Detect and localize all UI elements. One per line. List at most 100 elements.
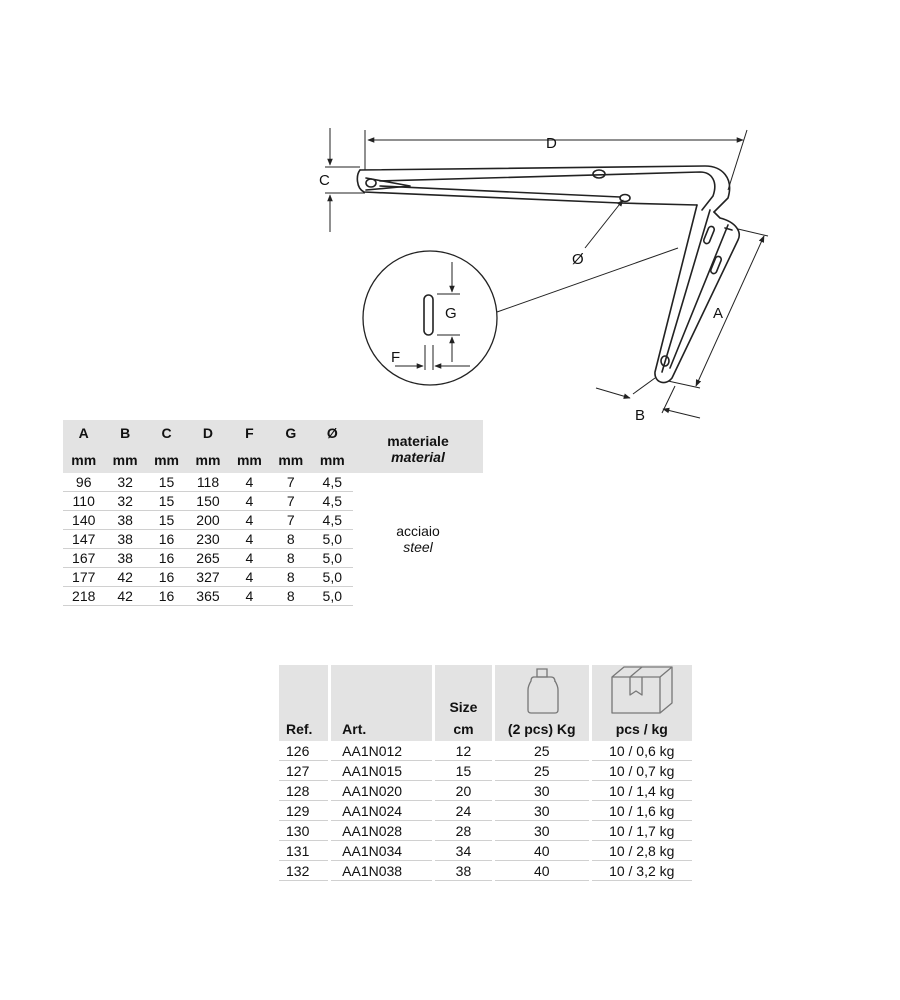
unit-cell: mm bbox=[63, 446, 105, 473]
load-cell: 40 bbox=[494, 840, 589, 861]
table-cell: 42 bbox=[104, 586, 146, 606]
load-cell: 25 bbox=[494, 760, 589, 781]
table-cell: 8 bbox=[270, 529, 312, 549]
size-cell: 28 bbox=[434, 820, 493, 841]
table-cell: 177 bbox=[63, 567, 105, 587]
table-cell: 32 bbox=[104, 491, 146, 511]
art-cell: AA1N015 bbox=[331, 760, 433, 781]
table-cell: 4 bbox=[228, 529, 271, 549]
table-cell: 15 bbox=[145, 473, 188, 492]
table-cell: 8 bbox=[270, 586, 312, 606]
dim-header-g: G bbox=[270, 420, 312, 446]
mount-hole bbox=[592, 169, 606, 179]
table-row: 218 42 16 365 4 8 5,0 bbox=[63, 586, 483, 606]
ref-cell: 131 bbox=[279, 840, 329, 861]
table-cell: 4 bbox=[228, 491, 271, 511]
weight-icon bbox=[527, 668, 559, 714]
header-pack-label: pcs / kg bbox=[615, 721, 668, 737]
ref-cell: 127 bbox=[279, 760, 329, 781]
table-cell: 5,0 bbox=[311, 586, 353, 606]
slot-detail-circle bbox=[362, 250, 498, 386]
table-row: 126 AA1N012 12 25 10 / 0,6 kg bbox=[279, 741, 692, 761]
dim-label-b: B bbox=[635, 407, 645, 420]
size-cell: 12 bbox=[434, 741, 493, 761]
table-cell: 150 bbox=[187, 491, 229, 511]
slot-detail bbox=[423, 294, 434, 336]
ref-cell: 128 bbox=[279, 780, 329, 801]
pack-cell: 10 / 0,7 kg bbox=[591, 760, 692, 781]
dim-header-c: C bbox=[145, 420, 188, 446]
table-cell: 140 bbox=[63, 510, 105, 530]
product-header-row: Ref. Art. Size cm (2 pcs) Kg bbox=[279, 665, 692, 741]
ref-cell: 126 bbox=[279, 741, 329, 761]
table-cell: 15 bbox=[145, 510, 188, 530]
table-cell: 4 bbox=[228, 548, 271, 568]
art-cell: AA1N012 bbox=[331, 741, 433, 761]
table-cell: 7 bbox=[270, 510, 312, 530]
pack-cell: 10 / 1,4 kg bbox=[591, 780, 692, 801]
table-cell: 5,0 bbox=[311, 548, 353, 568]
material-header: materiale material bbox=[353, 420, 483, 473]
header-size-top: Size bbox=[449, 699, 478, 715]
dim-header-row: A B C D F G Ø materiale material bbox=[63, 420, 483, 473]
size-cell: 24 bbox=[434, 800, 493, 821]
ref-cell: 129 bbox=[279, 800, 329, 821]
ref-cell: 132 bbox=[279, 860, 329, 881]
dimensions-table: A B C D F G Ø materiale material mm mm m… bbox=[63, 420, 483, 606]
table-cell: 167 bbox=[63, 548, 105, 568]
table-cell: 4,5 bbox=[311, 473, 353, 492]
table-cell: 16 bbox=[145, 586, 188, 606]
load-cell: 30 bbox=[494, 780, 589, 801]
table-cell: 5,0 bbox=[311, 567, 353, 587]
unit-cell: mm bbox=[228, 446, 271, 473]
header-pack: pcs / kg bbox=[591, 665, 692, 741]
dim-label-c: C bbox=[319, 172, 330, 189]
dim-header-d: D bbox=[187, 420, 229, 446]
art-cell: AA1N028 bbox=[331, 820, 433, 841]
table-cell: 218 bbox=[63, 586, 105, 606]
size-cell: 34 bbox=[434, 840, 493, 861]
material-value-it: acciaio bbox=[396, 523, 440, 540]
size-cell: 38 bbox=[434, 860, 493, 881]
table-row: 140 38 15 200 4 7 4,5 bbox=[63, 510, 483, 530]
pack-cell: 10 / 1,6 kg bbox=[591, 800, 692, 821]
header-art: Art. bbox=[331, 665, 433, 741]
unit-cell: mm bbox=[311, 446, 353, 473]
material-header-en: material bbox=[391, 448, 445, 465]
table-row: 127 AA1N015 15 25 10 / 0,7 kg bbox=[279, 760, 692, 781]
size-cell: 15 bbox=[434, 760, 493, 781]
table-row: 128 AA1N020 20 30 10 / 1,4 kg bbox=[279, 780, 692, 801]
art-cell: AA1N024 bbox=[331, 800, 433, 821]
header-ref: Ref. bbox=[279, 665, 329, 741]
table-cell: 327 bbox=[187, 567, 229, 587]
dim-header-diameter: Ø bbox=[311, 420, 353, 446]
dim-units-row: mm mm mm mm mm mm mm bbox=[63, 446, 483, 473]
table-cell: 110 bbox=[63, 491, 105, 511]
table-cell: 16 bbox=[145, 567, 188, 587]
table-cell: 4,5 bbox=[311, 510, 353, 530]
load-cell: 25 bbox=[494, 741, 589, 761]
bracket-horizontal-arm bbox=[356, 169, 698, 206]
table-cell: 4 bbox=[228, 586, 271, 606]
table-cell: 42 bbox=[104, 567, 146, 587]
table-row: 130 AA1N028 28 30 10 / 1,7 kg bbox=[279, 820, 692, 841]
header-load-label: (2 pcs) Kg bbox=[507, 721, 576, 737]
unit-cell: mm bbox=[145, 446, 188, 473]
bracket-technical-drawing: D C Ø A B G F bbox=[319, 128, 769, 420]
pack-cell: 10 / 0,6 kg bbox=[591, 741, 692, 761]
dim-header-f: F bbox=[228, 420, 271, 446]
table-cell: 8 bbox=[270, 567, 312, 587]
table-row: 110 32 15 150 4 7 4,5 bbox=[63, 491, 483, 511]
table-cell: 38 bbox=[104, 510, 146, 530]
table-cell: 8 bbox=[270, 548, 312, 568]
dim-header-b: B bbox=[104, 420, 146, 446]
unit-cell: mm bbox=[270, 446, 312, 473]
mount-hole bbox=[660, 355, 670, 367]
unit-cell: mm bbox=[104, 446, 146, 473]
header-size-unit: cm bbox=[453, 721, 474, 737]
table-row: 167 38 16 265 4 8 5,0 bbox=[63, 548, 483, 568]
product-table: Ref. Art. Size cm (2 pcs) Kg bbox=[279, 665, 692, 881]
table-row: 131 AA1N034 34 40 10 / 2,8 kg bbox=[279, 840, 692, 861]
table-cell: 16 bbox=[145, 548, 188, 568]
art-cell: AA1N020 bbox=[331, 780, 433, 801]
